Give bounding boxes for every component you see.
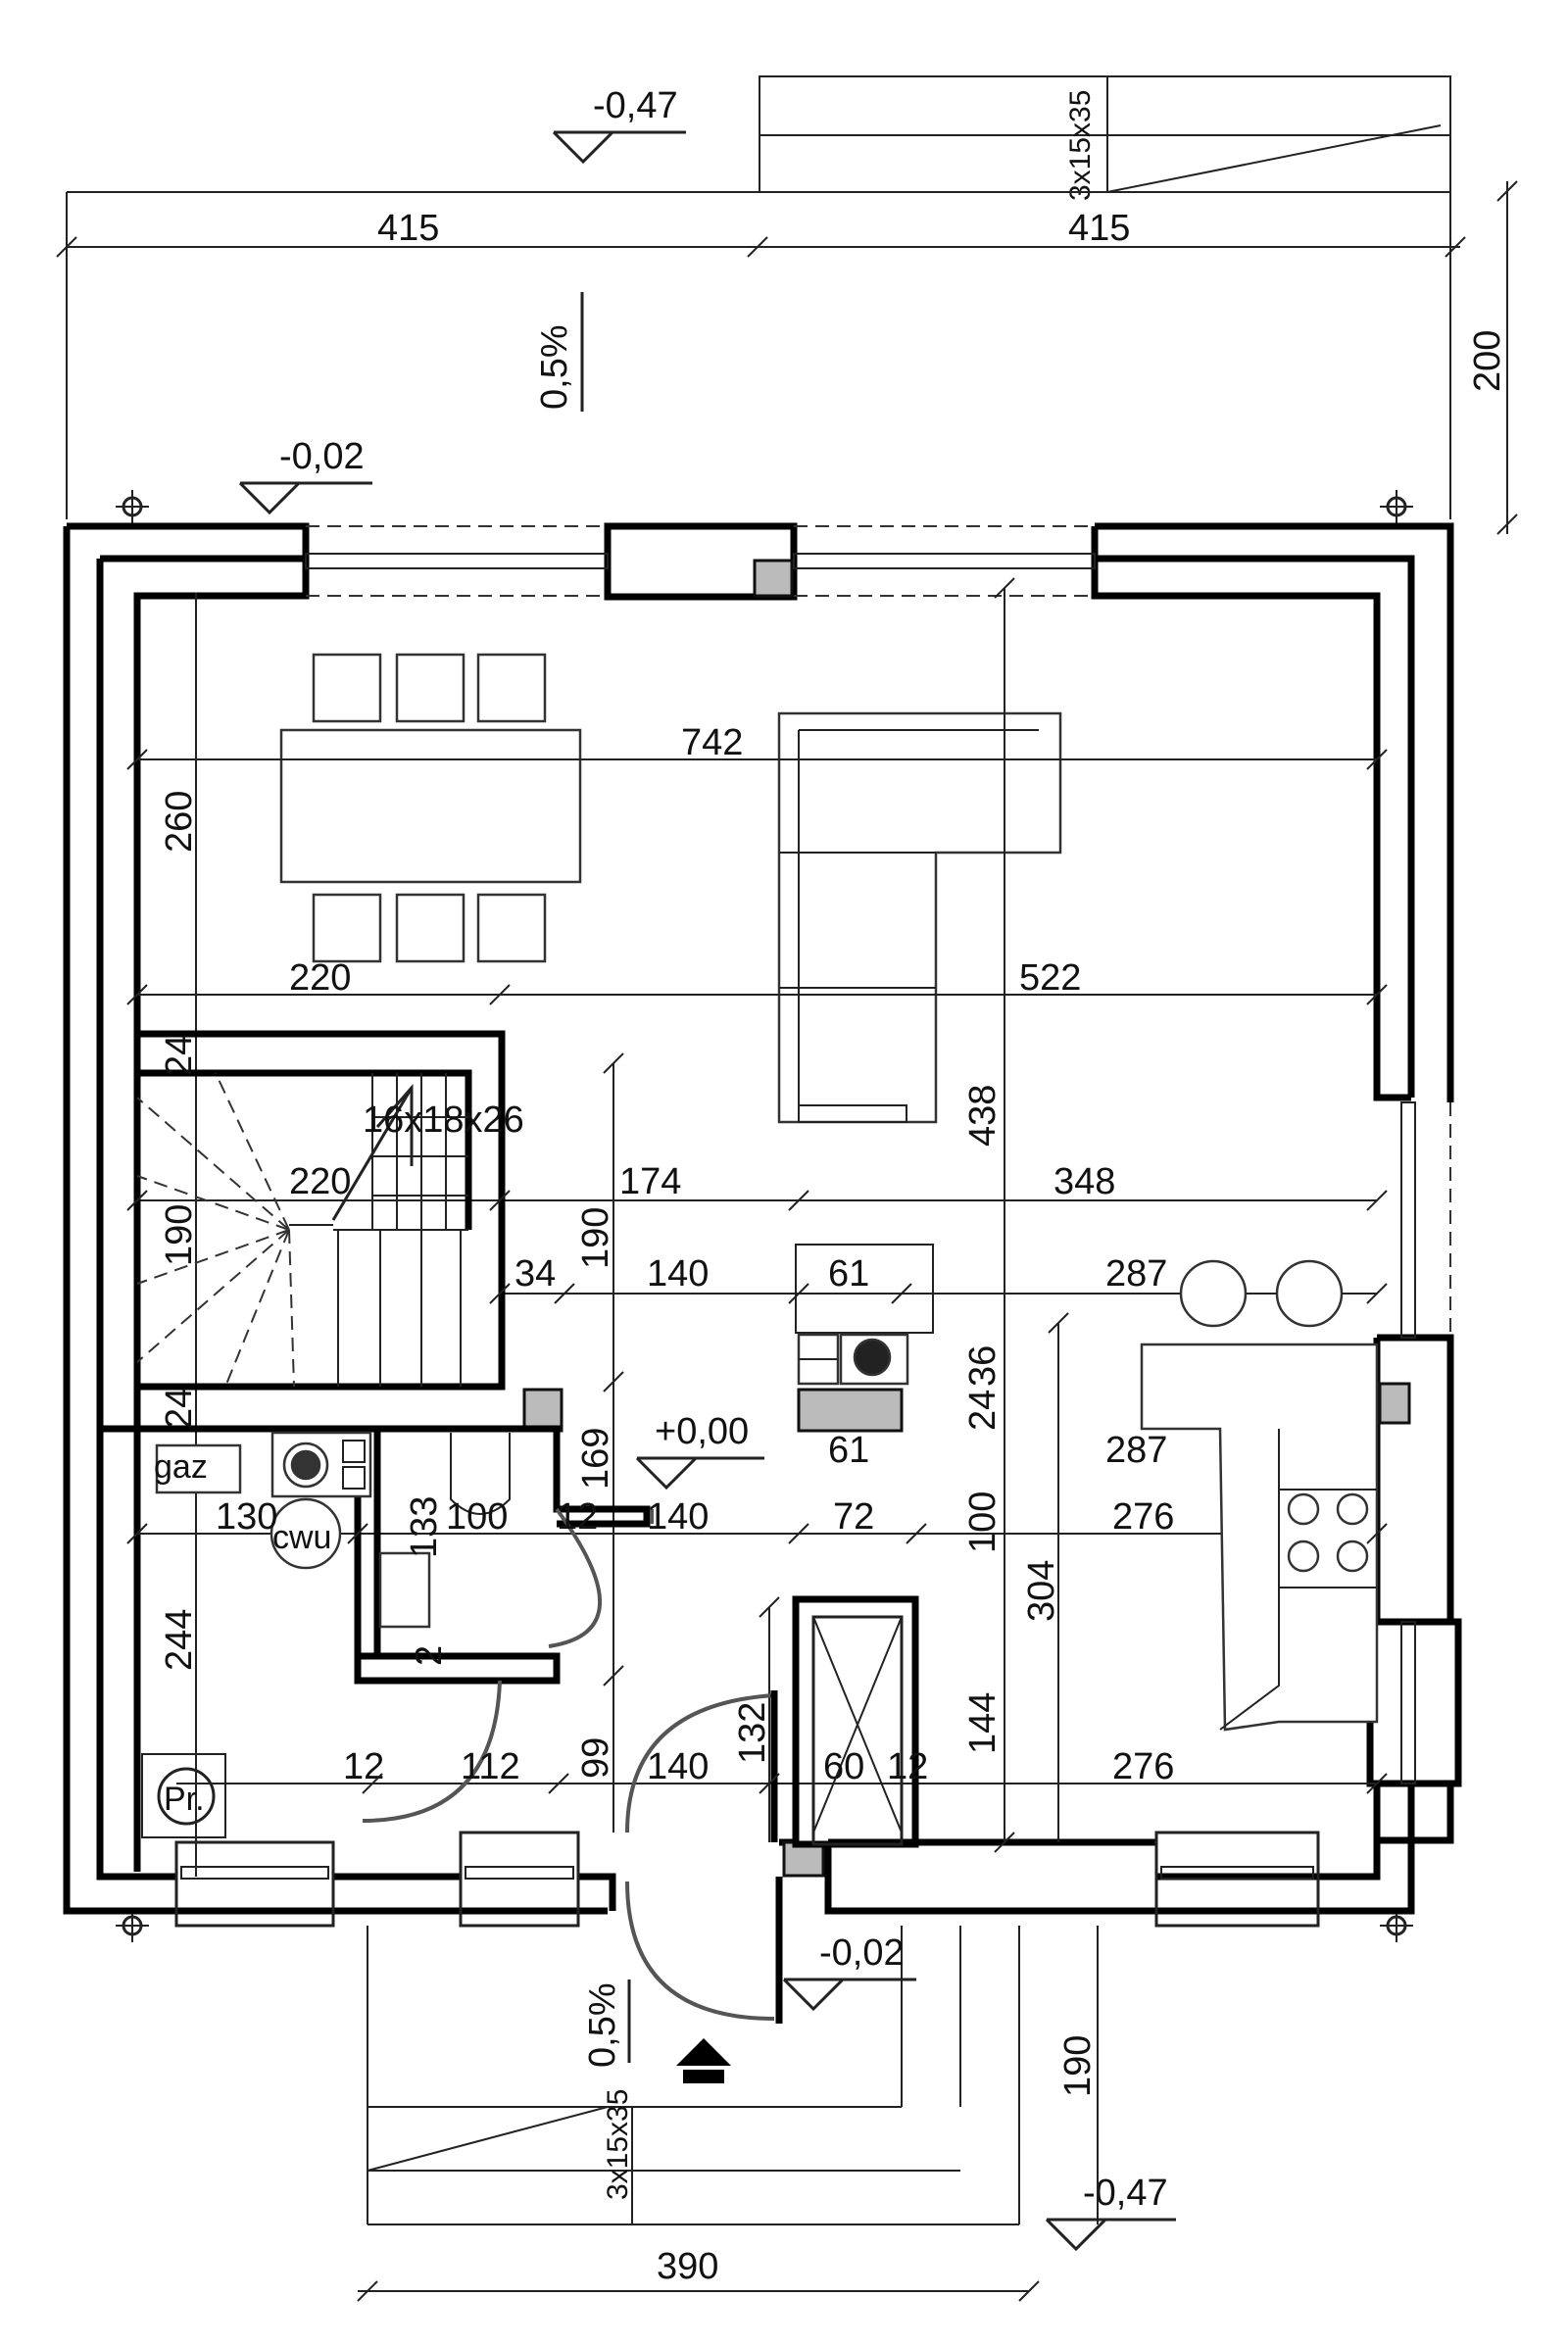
dining-table — [279, 653, 582, 963]
dim-132: 132 — [732, 1702, 773, 1764]
label-pantry: Pr. — [164, 1781, 205, 1818]
dim-stair-220: 220 — [289, 1161, 351, 1202]
dim-vert-36: 36 — [962, 1345, 1004, 1387]
top-dimension-line — [56, 76, 1466, 519]
dimension-ticks — [126, 577, 1388, 1853]
dim-304: 304 — [1021, 1560, 1062, 1622]
level-ground: +0,00 — [655, 1411, 749, 1452]
dim-390: 390 — [657, 2246, 718, 2287]
dim-144: 144 — [962, 1692, 1004, 1754]
dim-vert-438: 438 — [962, 1085, 1004, 1147]
top-steps — [759, 75, 1451, 193]
windows — [174, 525, 1451, 1928]
dim-34: 34 — [514, 1253, 556, 1295]
dim-61-b: 61 — [828, 1430, 869, 1471]
level-mark-bottom-right — [1045, 2218, 1176, 2252]
dim-244: 244 — [159, 1609, 200, 1671]
dim-140-c: 140 — [647, 1746, 709, 1787]
column-right — [1378, 1382, 1411, 1425]
level-mark-top-left — [552, 130, 686, 165]
dim-top-left: 415 — [377, 208, 439, 249]
dim-60: 60 — [823, 1746, 864, 1787]
dim-12-b: 12 — [343, 1746, 384, 1787]
slope-south: 0,5% — [582, 1982, 623, 2068]
dim-140-a: 140 — [647, 1253, 709, 1295]
dim-overall-width: 742 — [681, 722, 743, 763]
dim-100-b: 100 — [962, 1491, 1004, 1553]
stairs-interior-label: 16x18x26 — [363, 1100, 524, 1141]
dim-vert-190-bottom: 190 — [1057, 2035, 1099, 2097]
level-mark-entrance — [782, 1978, 916, 2012]
label-hot-water: cwu — [272, 1519, 331, 1556]
column-bottom — [782, 1840, 825, 1878]
dim-61-a: 61 — [828, 1253, 869, 1295]
level-mark-ground — [635, 1456, 764, 1491]
tech-room — [100, 1425, 651, 1838]
dim-112: 112 — [461, 1746, 520, 1787]
dim-top-right: 415 — [1068, 208, 1130, 249]
dim-287-b: 287 — [1105, 1430, 1167, 1471]
dim-276-b: 276 — [1112, 1746, 1174, 1787]
level-bottom-right: -0,47 — [1083, 2173, 1168, 2214]
column-hall — [522, 1388, 564, 1433]
dim-348: 348 — [1054, 1161, 1115, 1202]
entrance-arrow-icon — [676, 2038, 731, 2066]
level-entrance: -0,02 — [819, 1932, 905, 1974]
dim-vert-24: 24 — [962, 1390, 1004, 1431]
bottom-dimension-line — [357, 1926, 1099, 2302]
label-gas: gaz — [154, 1448, 208, 1486]
level-mark-north — [238, 481, 372, 515]
dim-169: 169 — [575, 1428, 616, 1490]
dim-100-a: 100 — [446, 1496, 508, 1538]
level-top-left: -0,47 — [593, 85, 678, 126]
entrance-area — [367, 1926, 1099, 2225]
entrance-arrow-base — [683, 2070, 724, 2083]
level-north-outside: -0,02 — [279, 436, 365, 477]
dim-140-b: 140 — [647, 1496, 709, 1538]
right-dimension-200 — [1496, 180, 1518, 535]
dim-276-a: 276 — [1112, 1496, 1174, 1538]
dim-2: 2 — [409, 1645, 450, 1666]
dim-130: 130 — [216, 1496, 277, 1538]
dim-99: 99 — [575, 1737, 616, 1779]
ventilation-shaft — [792, 1595, 919, 1848]
dim-12-c: 12 — [887, 1746, 928, 1787]
dim-stair-190: 190 — [159, 1204, 200, 1266]
sofa — [777, 711, 1062, 1124]
dim-133: 133 — [404, 1496, 445, 1558]
fireplace — [795, 1244, 934, 1433]
dim-72: 72 — [833, 1496, 874, 1538]
dim-174: 174 — [619, 1161, 681, 1202]
dim-stair-24-top: 24 — [159, 1035, 200, 1076]
slope-north: 0,5% — [534, 324, 575, 410]
dim-right-200: 200 — [1467, 330, 1508, 392]
column-top — [753, 559, 794, 598]
kitchen — [1140, 1259, 1379, 1732]
top-steps-label: 3x15x35 — [1064, 90, 1097, 201]
dim-12-a: 12 — [557, 1496, 598, 1538]
dim-left-220-a: 220 — [289, 957, 351, 999]
dim-stair-24-bottom: 24 — [159, 1388, 200, 1429]
dim-vert-190: 190 — [575, 1207, 616, 1269]
doors — [362, 1507, 783, 2024]
bottom-steps-label: 3x15x35 — [602, 2089, 634, 2200]
axis-markers — [116, 490, 1413, 1942]
dim-right-522: 522 — [1019, 957, 1081, 999]
dim-287-a: 287 — [1105, 1253, 1167, 1295]
dim-dining-depth: 260 — [159, 791, 200, 853]
